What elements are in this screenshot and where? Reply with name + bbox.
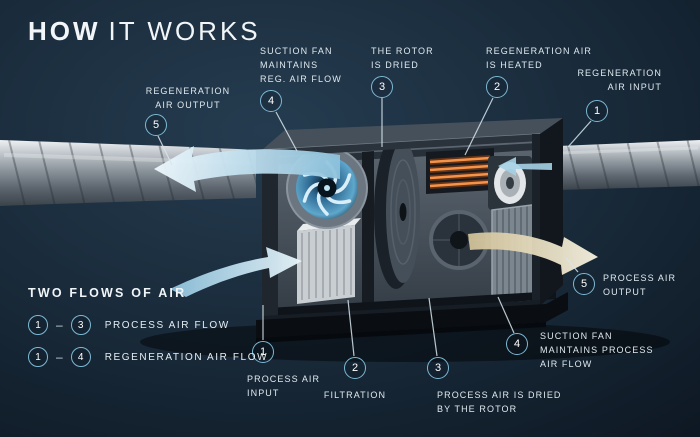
title-words-it-works: IT WORKS <box>108 16 261 46</box>
callout-label-process-air-input: PROCESS AIR INPUT <box>247 374 321 398</box>
callout-label-regen-air-heated: REGENERATION AIR IS HEATED <box>486 46 592 70</box>
regen-air-output-arrow-icon <box>154 146 340 192</box>
callout-label-suction-fan-process: SUCTION FAN MAINTAINS PROCESS AIR FLOW <box>540 331 654 369</box>
legend-title: TWO FLOWS OF AIR <box>28 286 187 300</box>
legend-dash: – <box>56 318 63 332</box>
regen-air-inflow-arrow-icon <box>498 157 552 176</box>
process-fan-icon <box>429 210 489 270</box>
regen-fan-icon <box>488 156 532 210</box>
callout-num-process-air-input: 1 <box>252 341 274 363</box>
legend-row-process: 1 – 3 PROCESS AIR FLOW <box>28 313 268 337</box>
leader-lines <box>157 97 592 357</box>
legend-num-process-to: 3 <box>70 315 91 335</box>
legend-num-process-from: 1 <box>28 315 48 335</box>
process-air-output-arrow-icon <box>468 232 598 275</box>
callout-num-regen-air-output: 5 <box>145 114 167 136</box>
filter-icon <box>297 218 361 304</box>
rotor-icon <box>374 135 420 289</box>
callout-label-regen-air-output: REGENERATION AIR OUTPUT <box>145 86 231 110</box>
callout-label-rotor-dried: THE ROTOR IS DRIED <box>371 46 434 70</box>
legend-label-process: PROCESS AIR FLOW <box>104 319 230 331</box>
callout-label-suction-fan-regen: SUCTION FAN MAINTAINS REG. AIR FLOW <box>260 46 342 84</box>
title-word-how: HOW <box>28 16 101 46</box>
cabinet-icon <box>261 118 563 323</box>
legend-label-regeneration: REGENERATION AIR FLOW <box>104 351 269 363</box>
legend: TWO FLOWS OF AIR 1 – 3 PROCESS AIR FLOW … <box>28 286 268 377</box>
callout-num-process-air-output: 5 <box>573 273 595 295</box>
process-air-input-arrow-icon <box>170 247 302 297</box>
legend-dash: – <box>56 350 63 364</box>
legend-row-regeneration: 1 – 4 REGENERATION AIR FLOW <box>28 345 268 369</box>
callout-num-rotor-dried: 3 <box>371 76 393 98</box>
callout-num-regen-air-heated: 2 <box>486 76 508 98</box>
callout-num-process-air-dried: 3 <box>427 357 449 379</box>
machine-base <box>256 292 568 343</box>
callout-label-process-air-dried: PROCESS AIR IS DRIED BY THE ROTOR <box>437 390 562 414</box>
callout-label-regen-air-input: REGENERATION AIR INPUT <box>577 68 662 92</box>
callout-num-regen-air-input: 1 <box>586 100 608 122</box>
callout-num-suction-fan-regen: 4 <box>260 90 282 112</box>
callout-num-suction-fan-process: 4 <box>506 333 528 355</box>
callout-num-filtration: 2 <box>344 357 366 379</box>
legend-num-regen-to: 4 <box>70 347 91 367</box>
right-duct-icon <box>558 140 700 190</box>
callout-label-filtration: FILTRATION <box>323 390 387 400</box>
callout-label-process-air-output: PROCESS AIR OUTPUT <box>603 273 677 297</box>
legend-num-regen-from: 1 <box>28 347 48 367</box>
heater-icon <box>426 148 494 194</box>
